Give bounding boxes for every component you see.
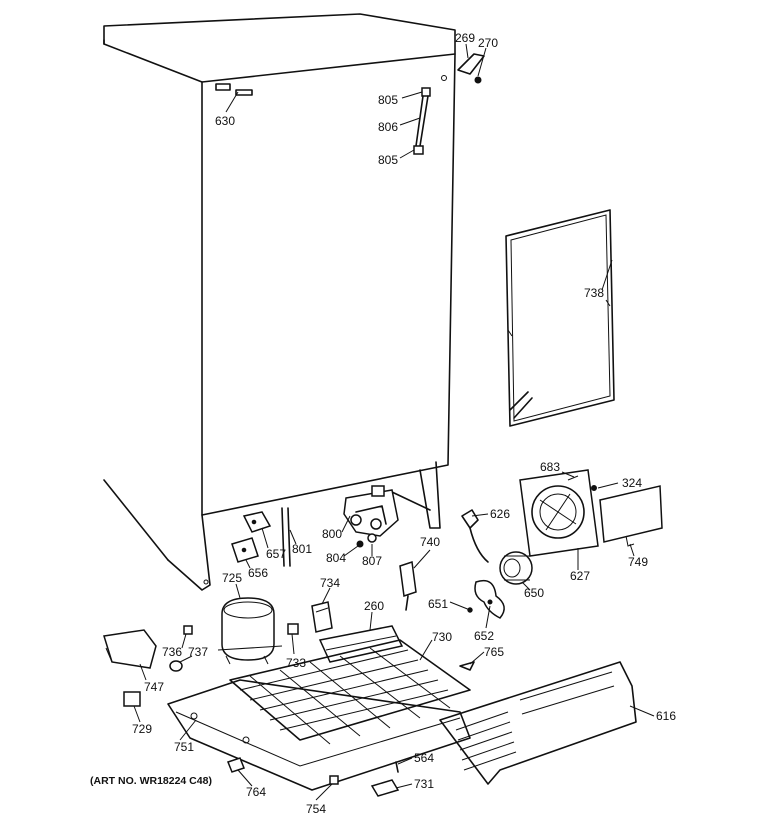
callout-labels: 269 270 630 805 806 805 738 683 324 626 …	[132, 31, 676, 816]
callout-751: 751	[174, 740, 194, 754]
callout-564: 564	[414, 751, 434, 765]
part-764-clip	[227, 757, 245, 773]
part-730-condenser-coil	[229, 639, 471, 745]
art-number-note: (ART NO. WR18224 C48)	[90, 775, 212, 787]
part-627-fan-shroud	[519, 469, 599, 557]
callout-683: 683	[540, 460, 560, 474]
callout-269: 269	[455, 31, 475, 45]
callout-630: 630	[215, 114, 235, 128]
callout-270: 270	[478, 36, 498, 50]
part-656-bracket	[231, 537, 259, 563]
callout-650: 650	[524, 586, 544, 600]
callout-804: 804	[326, 551, 346, 565]
part-804-screw	[356, 540, 364, 548]
callout-737: 737	[188, 645, 208, 659]
callout-651: 651	[428, 597, 448, 611]
callout-805-bottom: 805	[378, 153, 398, 167]
part-725-compressor	[217, 597, 283, 665]
callout-806: 806	[378, 120, 398, 134]
callout-657: 657	[266, 547, 286, 561]
callout-747: 747	[144, 680, 164, 694]
callout-725: 725	[222, 571, 242, 585]
part-626-sensor	[461, 509, 489, 563]
callout-626: 626	[490, 507, 510, 521]
part-729-block	[123, 691, 141, 707]
part-324-screw	[591, 485, 597, 491]
callout-736: 736	[162, 645, 182, 659]
callout-800: 800	[322, 527, 342, 541]
part-806-rod	[413, 87, 431, 155]
part-736-clip	[183, 625, 193, 635]
callout-730: 730	[432, 630, 452, 644]
part-260-tray	[318, 625, 404, 663]
part-740-component	[399, 561, 417, 611]
callout-734: 734	[320, 576, 340, 590]
part-800-water-valve	[343, 485, 399, 537]
callout-754: 754	[306, 802, 326, 816]
callout-656: 656	[248, 566, 268, 580]
callout-765: 765	[484, 645, 504, 659]
part-738-gasket	[505, 209, 615, 427]
leader-lines	[133, 43, 655, 801]
part-807-fitting	[367, 533, 377, 543]
part-650-fan-motor	[499, 551, 533, 585]
part-801-tube	[281, 507, 291, 567]
part-731-clamp	[370, 779, 400, 797]
callout-627: 627	[570, 569, 590, 583]
part-616-grille	[439, 661, 637, 785]
part-683-screw	[567, 475, 579, 481]
part-765-clip	[459, 661, 475, 671]
part-749-cover	[599, 485, 663, 547]
callout-764: 764	[246, 785, 266, 799]
callout-749: 749	[628, 555, 648, 569]
callout-801: 801	[292, 542, 312, 556]
callout-731: 731	[414, 777, 434, 791]
callout-260: 260	[364, 599, 384, 613]
part-564-screw	[395, 761, 399, 773]
callout-807: 807	[362, 554, 382, 568]
refrigerator-cabinet	[103, 13, 456, 591]
part-733-block	[287, 623, 299, 635]
callout-738: 738	[584, 286, 604, 300]
part-651-fan-blade	[474, 579, 505, 619]
callout-616: 616	[656, 709, 676, 723]
part-751-base-pan	[167, 679, 471, 791]
callout-729: 729	[132, 722, 152, 736]
callout-805-top: 805	[378, 93, 398, 107]
callout-733: 733	[286, 656, 306, 670]
part-657-bracket	[242, 511, 272, 533]
part-737-grommet	[169, 660, 183, 672]
part-734-relay	[311, 601, 333, 633]
callout-652: 652	[474, 629, 494, 643]
part-747-bracket	[103, 629, 157, 669]
callout-740: 740	[420, 535, 440, 549]
part-754-block	[329, 775, 339, 785]
callout-324: 324	[622, 476, 642, 490]
